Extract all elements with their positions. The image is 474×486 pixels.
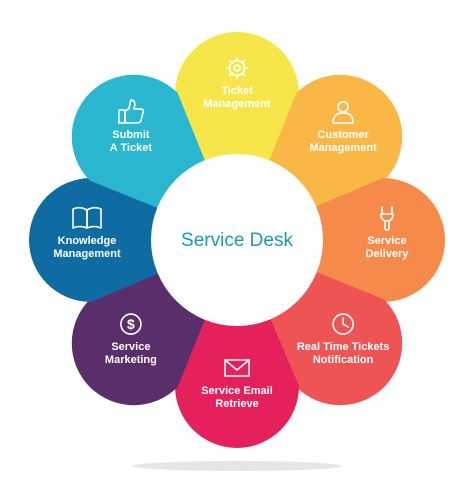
dollar-icon: $ [120,313,142,335]
gear-icon [225,56,249,80]
petal-shape [29,178,237,302]
petal-label-line: Knowledge [58,235,117,247]
center-title: Service Desk [181,230,293,251]
petal-label-line: Management [309,142,377,154]
center-circle [151,154,323,326]
floor-shadow [132,461,342,471]
petal-label-line: Ticket [221,85,253,97]
petal-shape [237,178,445,302]
petal-label-line: Customer [317,129,369,141]
book-icon [72,206,102,229]
petal-label-line: A Ticket [110,142,153,154]
petal-label-line: Management [203,98,271,110]
clock-icon [332,313,354,335]
petal-label-line: Service [367,235,406,247]
petal-label-line: Real Time Tickets [297,341,390,353]
envelope-icon [224,359,250,377]
petal-label-line: Delivery [366,248,410,260]
petal-label-line: Notification [313,354,374,366]
petal-shape [175,32,299,240]
petal-label-line: Service [111,341,150,353]
petal-label-line: Marketing [105,354,157,366]
petal-label-line: Service Email [201,385,273,397]
petal-shape [175,240,299,448]
user-icon [332,101,354,124]
wrench-icon [380,206,394,231]
petal-label-line: Submit [112,129,150,141]
petal-label-line: Retrieve [215,398,258,410]
thumbs-up-icon [118,99,144,124]
petal-label-line: Management [53,248,121,260]
svg-text:$: $ [127,316,135,332]
